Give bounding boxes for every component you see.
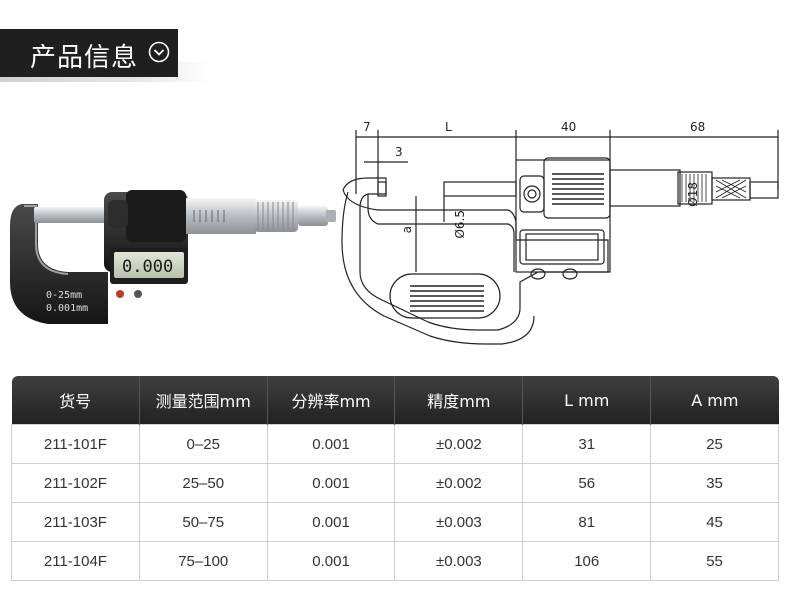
frame-range-label: 0-25mm — [46, 290, 82, 301]
cell-A: 45 — [650, 502, 779, 542]
cell-range: 25–50 — [138, 463, 268, 503]
section-banner — [0, 29, 178, 77]
cell-L: 31 — [522, 424, 652, 464]
dim-phi18: Ø18 — [686, 182, 700, 207]
table-header-row: 货号 测量范围mm 分辨率mm 精度mm L mm A mm — [11, 376, 779, 425]
technical-drawing — [341, 130, 779, 345]
cell-part-no: 211-102F — [11, 463, 140, 503]
col-header-L: L mm — [522, 376, 652, 425]
cell-L: 56 — [522, 463, 652, 503]
chevron-down-circle-icon — [148, 41, 170, 63]
dim-L: L — [445, 120, 452, 134]
cell-range: 75–100 — [138, 541, 268, 581]
dim-40: 40 — [561, 120, 577, 134]
cell-resolution: 0.001 — [266, 424, 396, 464]
dim-7: 7 — [363, 120, 371, 134]
cell-L: 81 — [522, 502, 652, 542]
cell-A: 25 — [650, 424, 779, 464]
col-header-accuracy: 精度mm — [394, 376, 524, 425]
cell-accuracy: ±0.002 — [394, 424, 524, 464]
cell-resolution: 0.001 — [266, 463, 396, 503]
dim-a: a — [400, 226, 414, 234]
cell-accuracy: ±0.003 — [394, 541, 524, 581]
dim-68: 68 — [690, 120, 706, 134]
dim-3: 3 — [395, 145, 403, 159]
cell-accuracy: ±0.003 — [394, 502, 524, 542]
cell-L: 106 — [522, 541, 652, 581]
col-header-range: 测量范围mm — [139, 376, 268, 425]
cell-range: 50–75 — [138, 502, 268, 542]
cell-A: 35 — [650, 463, 779, 503]
cell-resolution: 0.001 — [266, 541, 396, 581]
col-header-part-no: 货号 — [11, 376, 140, 425]
dim-phi65: Ø6.5 — [453, 210, 467, 239]
lcd-reading: 0.000 — [122, 257, 173, 277]
section-title: 产品信息 — [30, 43, 139, 73]
col-header-resolution: 分辨率mm — [267, 376, 396, 425]
cell-resolution: 0.001 — [266, 502, 396, 542]
micrometer-photo: 0.000 0-25mm 0.001mm — [10, 190, 336, 324]
cell-range: 0–25 — [138, 424, 268, 464]
spec-table: 货号 测量范围mm 分辨率mm 精度mm L mm A mm 211-101F … — [11, 376, 779, 581]
cell-part-no: 211-103F — [11, 502, 140, 542]
table-row: 211-104F 75–100 0.001 ±0.003 106 55 — [11, 541, 779, 581]
table-row: 211-103F 50–75 0.001 ±0.003 81 45 — [11, 502, 779, 542]
table-row: 211-102F 25–50 0.001 ±0.002 56 35 — [11, 463, 779, 503]
cell-part-no: 211-101F — [11, 424, 140, 464]
col-header-A: A mm — [650, 376, 779, 425]
frame-resolution-label: 0.001mm — [46, 303, 88, 314]
cell-part-no: 211-104F — [11, 541, 140, 581]
table-row: 211-101F 0–25 0.001 ±0.002 31 25 — [11, 424, 779, 464]
cell-A: 55 — [650, 541, 779, 581]
cell-accuracy: ±0.002 — [394, 463, 524, 503]
